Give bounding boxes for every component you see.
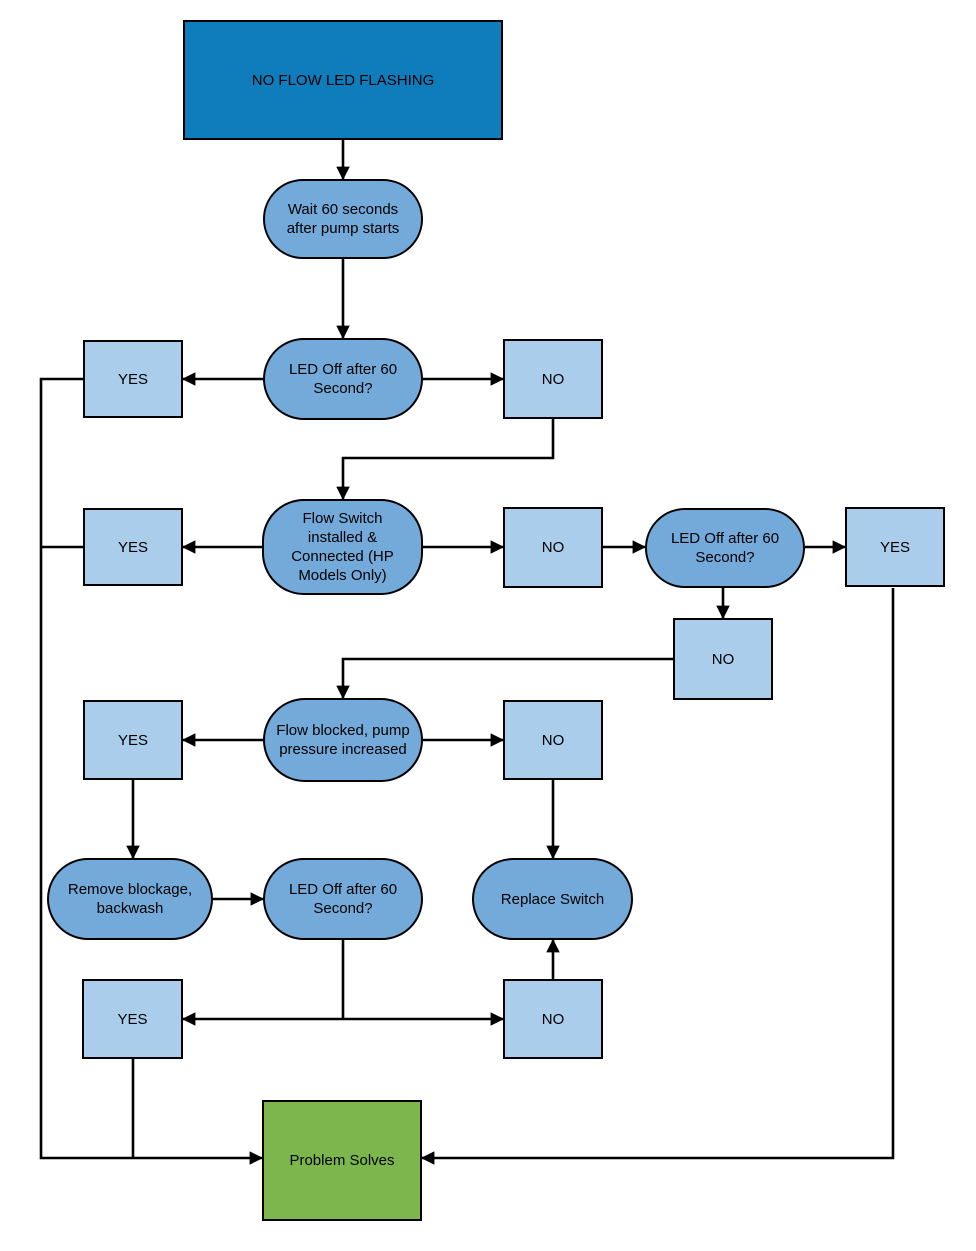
replace-switch-node: Replace Switch	[472, 858, 633, 940]
yes-box-2: YES	[83, 508, 183, 586]
node-label: YES	[117, 731, 148, 749]
node-label: LED Off after 60 Second?	[288, 361, 398, 397]
node-label: YES	[117, 538, 148, 556]
node-label: NO	[541, 370, 565, 388]
node-label: NO	[541, 731, 565, 749]
led-off-decision-2: LED Off after 60 Second?	[645, 508, 805, 588]
node-label: NO FLOW LED FLASHING	[251, 71, 435, 89]
problem-solves-node: Problem Solves	[262, 1100, 422, 1221]
node-label: Flow Switch installed & Connected (HP Mo…	[291, 510, 394, 584]
line-yes1-rail-to-problem	[39, 377, 264, 1165]
flow-switch-decision: Flow Switch installed & Connected (HP Mo…	[262, 499, 423, 595]
no-box-2: NO	[503, 507, 603, 588]
led-off-decision-3: LED Off after 60 Second?	[263, 858, 423, 940]
node-label: LED Off after 60 Second?	[288, 881, 398, 917]
yes-box-3: YES	[845, 507, 945, 587]
node-label: Remove blockage, backwash	[67, 881, 193, 917]
arrow-no3-to-flowblocked	[336, 657, 673, 700]
no-box-3: NO	[673, 618, 773, 700]
no-box-4: NO	[503, 700, 603, 780]
led-off-decision-1: LED Off after 60 Second?	[263, 338, 423, 420]
yes-box-5: YES	[82, 979, 183, 1059]
flow-blocked-decision: Flow blocked, pump pressure increased	[263, 698, 423, 782]
node-label: Flow blocked, pump pressure increased	[276, 722, 410, 758]
node-label: NO	[541, 539, 565, 556]
remove-blockage-node: Remove blockage, backwash	[47, 858, 213, 940]
node-label: NO	[541, 1010, 565, 1028]
node-label: Wait 60 seconds after pump starts	[286, 201, 400, 237]
node-label: YES	[117, 370, 148, 388]
node-label: LED Off after 60 Second?	[670, 530, 780, 566]
node-label: Replace Switch	[500, 890, 605, 908]
no-box-1: NO	[503, 339, 603, 419]
node-label: Problem Solves	[289, 1152, 395, 1169]
yes-box-4: YES	[83, 700, 183, 780]
wait-60-seconds-node: Wait 60 seconds after pump starts	[263, 179, 423, 259]
node-label: NO	[711, 650, 735, 668]
arrow-yes3-to-problem	[420, 588, 895, 1165]
arrow-no1-to-flowswitch	[336, 419, 555, 501]
node-label: YES	[879, 538, 910, 556]
start-node: NO FLOW LED FLASHING	[183, 20, 503, 140]
no-box-5: NO	[503, 979, 603, 1059]
yes-box-1: YES	[83, 340, 183, 418]
node-label: YES	[117, 1010, 148, 1028]
